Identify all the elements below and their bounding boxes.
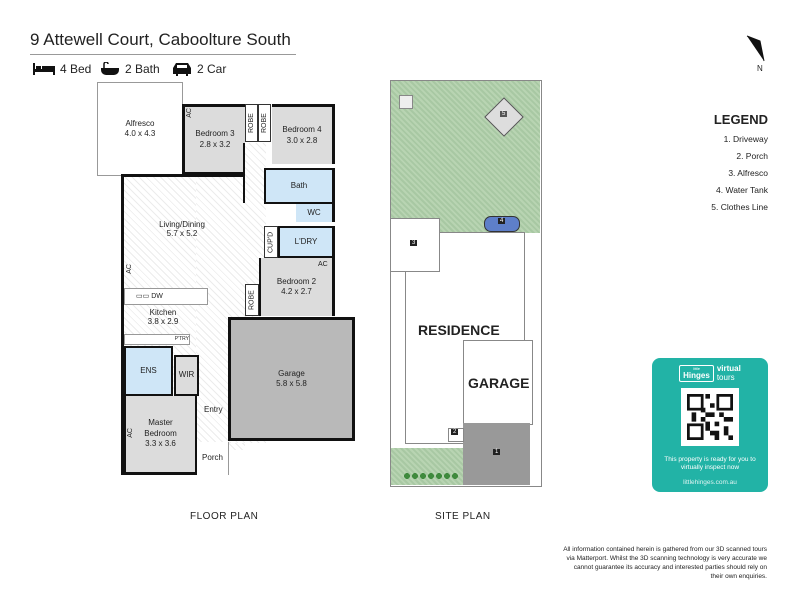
bath-icon [101, 62, 119, 75]
room-name: Bath [290, 180, 308, 190]
room-name: Bedroom 3 [195, 129, 235, 139]
virtual-tour-text: This property is ready for you to virtua… [664, 456, 756, 471]
logo-brand: Hinges [683, 370, 710, 380]
ac-label: AC [318, 261, 328, 268]
marker-3: 3 [410, 240, 418, 246]
website-link[interactable]: littlehinges.com.au [683, 479, 737, 486]
legend-item: 1. Driveway [723, 134, 768, 144]
compass-north: N [757, 64, 763, 73]
garage-label: GARAGE [468, 375, 530, 391]
legend: LEGEND 1. Driveway 2. Porch 3. Alfresco … [640, 112, 768, 216]
room-size: 3.3 x 3.6 [145, 439, 176, 449]
feature-label: 2 Bath [125, 62, 160, 76]
marker-4: 4 [498, 218, 506, 224]
room-size: 4.2 x 2.7 [281, 287, 312, 296]
disclaimer: All information contained herein is gath… [563, 546, 767, 580]
room-name: ENS [140, 365, 157, 375]
wall [121, 175, 124, 475]
car-icon [173, 63, 191, 76]
logo-tag1: virtual [716, 364, 741, 373]
feature-bed: 4 Bed [33, 62, 91, 76]
pantry: P'TRY [124, 334, 190, 345]
room-name: Porch [202, 453, 223, 463]
legend-item: 5. Clothes Line [711, 202, 768, 212]
feature-label: 4 Bed [60, 62, 92, 76]
room-name: Garage [278, 368, 305, 378]
legend-item: 2. Porch [736, 151, 768, 161]
site-garage-outline [463, 340, 533, 425]
marker-1: 1 [493, 449, 501, 455]
room-size: 5.8 x 5.8 [276, 379, 307, 388]
robe-bed2: ROBE [245, 284, 259, 316]
feature-car: 2 Car [172, 62, 226, 76]
residence-label: RESIDENCE [418, 322, 500, 338]
room-name: Living/Dining [159, 220, 205, 229]
ac-label: AC [126, 264, 133, 274]
legend-title: LEGEND [713, 112, 768, 127]
lawn [391, 81, 540, 233]
ac-label: AC [127, 428, 134, 438]
feature-label: 2 Car [197, 62, 227, 76]
room-name: Bedroom 2 [276, 276, 317, 286]
room-ensuite: ENS [123, 346, 173, 396]
ac-label: AC [186, 108, 193, 118]
marker-5: 5 [500, 111, 508, 117]
room-size: 4.0 x 4.3 [124, 129, 156, 138]
logo-tag2: tours [716, 373, 735, 382]
wall [243, 143, 245, 203]
garden-shed [399, 95, 413, 109]
room-size: 5.7 x 5.2 [166, 229, 198, 238]
qr-code[interactable] [681, 388, 739, 446]
entry-label: Entry [204, 405, 223, 414]
room-name: Kitchen [149, 308, 177, 317]
room-laundry: L'DRY [278, 226, 335, 258]
room-name: WIR [178, 370, 195, 380]
room-name: WC [307, 207, 321, 217]
floor-plan-caption: FLOOR PLAN [190, 511, 259, 522]
room-size: 3.8 x 2.9 [147, 317, 179, 326]
robe-bed4: ROBE [258, 104, 271, 142]
compass-icon [746, 35, 765, 62]
room-wir: WIR [174, 355, 199, 396]
room-name: Master Bedroom [144, 418, 177, 438]
site-plan-caption: SITE PLAN [435, 511, 491, 522]
room-size: 3.0 x 2.8 [286, 135, 318, 145]
wall [121, 174, 245, 177]
room-porch: Porch [197, 442, 229, 475]
dw-label: DW [151, 293, 163, 300]
kitchen-bench [124, 288, 208, 305]
logo-small: little [692, 365, 701, 371]
bed-icon [33, 63, 55, 75]
hedge [403, 472, 459, 480]
dishwasher-label: ▭▭ DW [136, 293, 163, 300]
feature-bath: 2 Bath [100, 62, 160, 76]
legend-item: 3. Alfresco [728, 168, 768, 178]
room-bath: Bath [264, 168, 335, 204]
room-name: Bedroom 4 [282, 125, 322, 135]
room-wc: WC [296, 204, 335, 222]
legend-item: 4. Water Tank [716, 185, 768, 195]
room-name: L'DRY [294, 236, 318, 246]
qr-code-icon [687, 394, 733, 440]
robe-bed3: ROBE [245, 104, 258, 142]
water-tank [484, 216, 520, 232]
room-name: Alfresco [125, 118, 155, 128]
title-divider [30, 54, 296, 55]
property-title: 9 Attewell Court, Caboolture South [30, 30, 291, 49]
marker-2: 2 [451, 429, 459, 435]
cupboard: CUP'D [264, 226, 278, 258]
room-size: 2.8 x 3.2 [199, 139, 231, 149]
